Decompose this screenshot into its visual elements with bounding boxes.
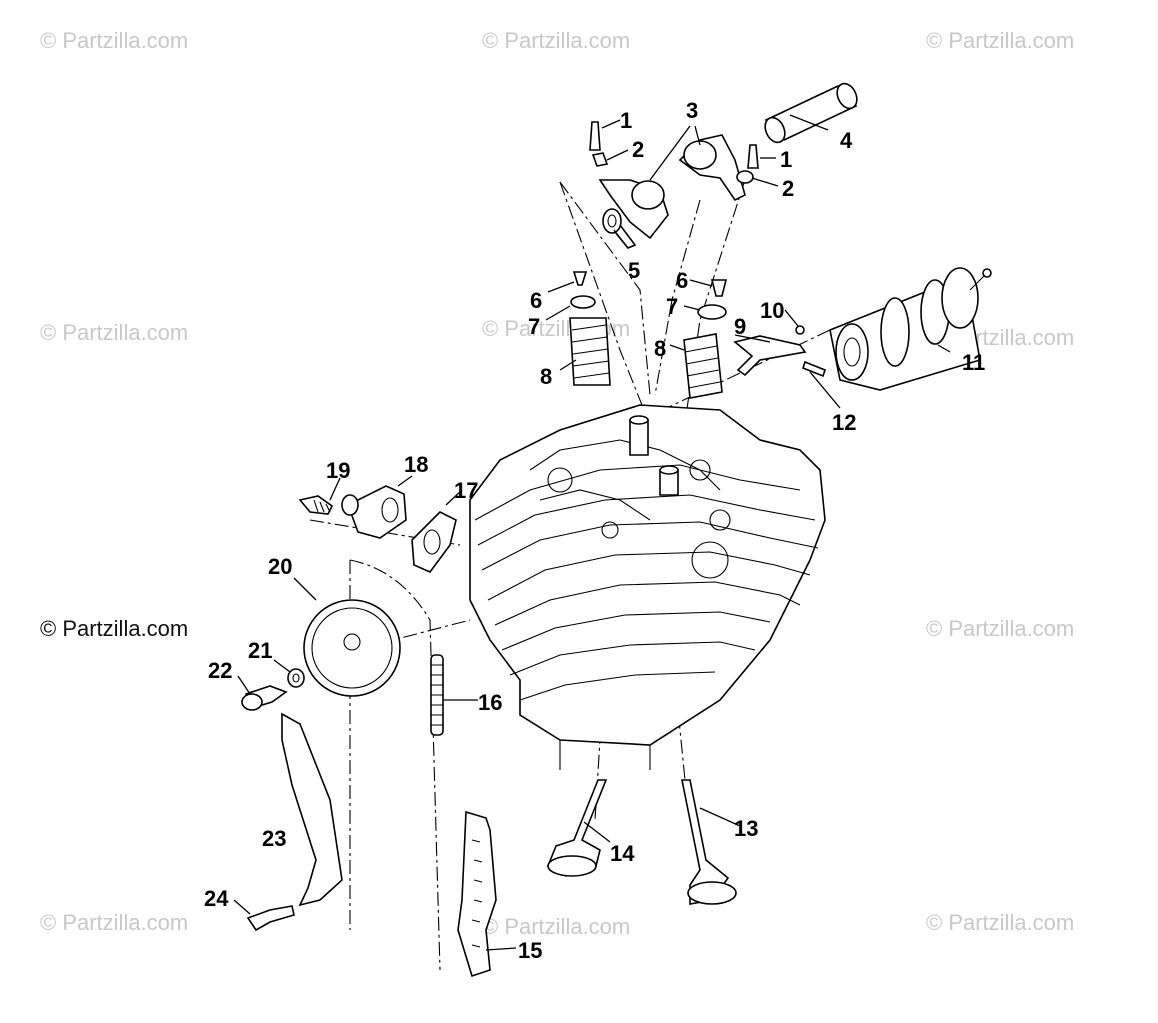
camshaft bbox=[829, 267, 992, 391]
callout-10: 10 bbox=[760, 298, 784, 323]
callout-7: 7 bbox=[528, 314, 540, 339]
watermarks: © Partzilla.com © Partzilla.com © Partzi… bbox=[40, 28, 1074, 939]
watermark: © Partzilla.com bbox=[482, 28, 630, 53]
callout-8: 8 bbox=[654, 336, 666, 361]
callout-22: 22 bbox=[208, 658, 232, 683]
callout-18: 18 bbox=[404, 452, 428, 477]
rocker-shaft bbox=[764, 82, 858, 144]
sprocket-hardware bbox=[241, 668, 343, 932]
callout-17: 17 bbox=[454, 478, 478, 503]
callout-1: 1 bbox=[620, 108, 632, 133]
callout-19: 19 bbox=[326, 458, 350, 483]
thrust-washer bbox=[602, 208, 622, 234]
valves bbox=[546, 779, 737, 905]
watermark: © Partzilla.com bbox=[40, 910, 188, 935]
watermark: © Partzilla.com bbox=[926, 910, 1074, 935]
cam-sprocket bbox=[303, 599, 401, 697]
callout-16: 16 bbox=[478, 690, 502, 715]
watermark: © Partzilla.com bbox=[482, 316, 630, 341]
callout-7: 7 bbox=[666, 294, 678, 319]
cam-chain-tensioner bbox=[341, 485, 407, 539]
callout-2: 2 bbox=[632, 137, 644, 162]
chain-guide bbox=[457, 810, 497, 978]
cylinder-head bbox=[469, 404, 826, 770]
callout-3: 3 bbox=[686, 98, 698, 123]
watermark: © Partzilla.com bbox=[40, 28, 188, 53]
callout-12: 12 bbox=[832, 410, 856, 435]
callout-11: 11 bbox=[962, 350, 985, 375]
callout-9: 9 bbox=[734, 314, 746, 339]
watermark-prominent: © Partzilla.com bbox=[40, 616, 188, 641]
callout-21: 21 bbox=[248, 638, 272, 663]
callout-2: 2 bbox=[782, 176, 794, 201]
callout-23: 23 bbox=[262, 826, 286, 851]
callout-24: 24 bbox=[204, 886, 229, 911]
callout-13: 13 bbox=[734, 816, 758, 841]
callout-6: 6 bbox=[530, 288, 542, 313]
callout-6: 6 bbox=[676, 268, 688, 293]
leader-lines bbox=[233, 114, 951, 951]
watermark: © Partzilla.com bbox=[926, 28, 1074, 53]
callout-14: 14 bbox=[610, 841, 635, 866]
watermark: © Partzilla.com bbox=[40, 320, 188, 345]
tensioner-bolt bbox=[298, 495, 334, 515]
callouts: 1 2 3 4 1 2 5 6 6 7 7 10 9 8 11 8 12 19 … bbox=[204, 98, 985, 963]
watermark: © Partzilla.com bbox=[926, 616, 1074, 641]
decompression-lever bbox=[733, 325, 826, 378]
callout-4: 4 bbox=[840, 128, 853, 153]
callout-20: 20 bbox=[268, 554, 292, 579]
callout-8: 8 bbox=[540, 364, 552, 389]
adjuster-screws bbox=[589, 121, 759, 184]
tensioner-gasket bbox=[411, 511, 457, 573]
watermark: © Partzilla.com bbox=[482, 914, 630, 939]
callout-5: 5 bbox=[628, 258, 640, 283]
valve-spring-assembly bbox=[569, 271, 728, 399]
callout-15: 15 bbox=[518, 938, 542, 963]
timing-chain bbox=[430, 654, 444, 736]
callout-1: 1 bbox=[780, 147, 792, 172]
rocker-arms bbox=[598, 134, 746, 249]
